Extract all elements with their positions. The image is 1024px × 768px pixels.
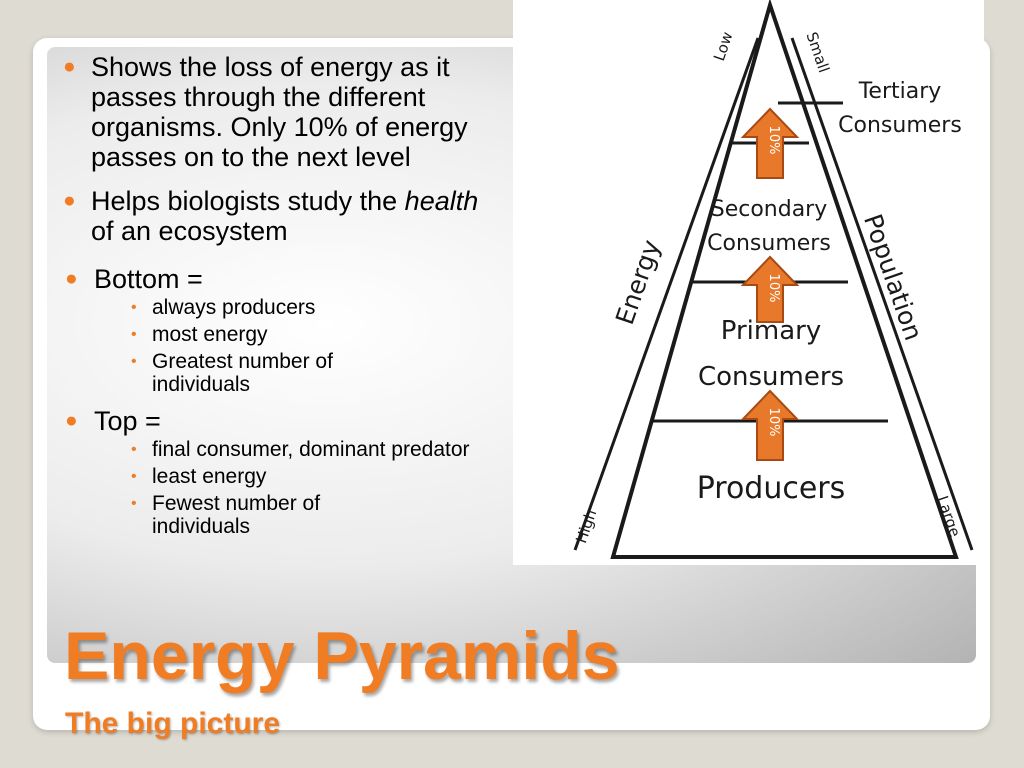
sub-bullet-dot: • [131, 495, 137, 512]
sub-bullet-text: Fewest number of individuals [152, 492, 321, 538]
arrow-label: 10% [766, 274, 781, 303]
arrow-label: 10% [766, 126, 781, 155]
sub-bullet: • Greatest number of individuals [58, 350, 422, 396]
bullet-bottom: ● Bottom = [58, 264, 508, 294]
population-small-label: Small [802, 30, 833, 75]
sub-bullet-text: Greatest number of individuals [152, 350, 333, 396]
slide-subtitle: The big picture [65, 707, 281, 740]
bullet-energy-loss: ● Shows the loss of energy as it passes … [58, 52, 508, 172]
bullet-list: ● Shows the loss of energy as it passes … [58, 52, 508, 542]
energy-arrow-primary: 10% [740, 389, 800, 461]
bullet-top-label: Top = [94, 406, 161, 436]
primary-label-line1: Primary [721, 316, 821, 346]
sub-bullet-dot: • [131, 299, 137, 316]
slide-title: Energy Pyramids [64, 618, 620, 694]
tertiary-label-line2: Consumers [838, 113, 962, 138]
population-axis-line [790, 37, 974, 551]
sub-bullet-text: most energy [152, 323, 268, 346]
sub-bullet-dot: • [131, 468, 137, 485]
sub-bullet: • least energy [58, 465, 508, 488]
bullet-health-post: of an ecosystem [91, 216, 288, 246]
sub-bullet-text: final consumer, dominant predator [152, 438, 470, 461]
bullet-health-emphasis: health [404, 186, 479, 216]
sub-bullet-text: always producers [152, 296, 316, 319]
energy-high-label: High [572, 507, 600, 545]
bullet-dot: ● [63, 189, 76, 212]
energy-low-label: Low [710, 29, 737, 63]
energy-pyramid-diagram: 10% 10% 10% Tertiary Consumers Secondary… [513, 0, 984, 565]
bullet-ecosystem-health: ● Helps biologists study the health of a… [58, 186, 508, 246]
sub-bullet-dot: • [131, 326, 137, 343]
sub-bullet-text: least energy [152, 465, 267, 488]
sub-bullet: • Fewest number of individuals [58, 492, 412, 538]
producers-label: Producers [697, 471, 846, 506]
bullet-health-pre: Helps biologists study the [91, 186, 405, 216]
tertiary-label-line1: Tertiary [858, 79, 942, 104]
sub-bullet-dot: • [131, 441, 137, 458]
primary-label-line2: Consumers [698, 362, 844, 392]
energy-arrow-tertiary: 10% [740, 107, 800, 179]
bullet-dot: ● [63, 55, 76, 78]
secondary-label-line1: Secondary [711, 197, 828, 222]
sub-bullet: • final consumer, dominant predator [58, 438, 482, 461]
arrow-label: 10% [766, 408, 781, 437]
bullet-dot: ● [65, 409, 78, 432]
pyramid-svg: 10% 10% 10% Tertiary Consumers Secondary… [572, 0, 974, 559]
sub-bullet: • most energy [58, 323, 508, 346]
sub-bullet: • always producers [58, 296, 508, 319]
secondary-label-line2: Consumers [707, 231, 831, 256]
sub-bullet-dot: • [131, 353, 137, 370]
bullet-bottom-label: Bottom = [94, 264, 203, 294]
energy-axis-line [573, 37, 760, 551]
energy-arrow-secondary: 10% [740, 255, 800, 323]
bullet-energy-loss-text: Shows the loss of energy as it passes th… [91, 52, 468, 172]
bullet-top: ● Top = [58, 406, 508, 436]
bullet-dot: ● [65, 267, 78, 290]
